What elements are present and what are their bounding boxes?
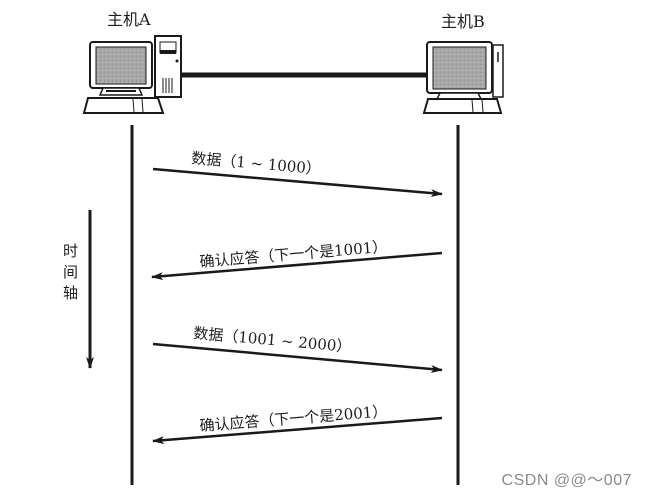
csdn-watermark: CSDN @@～007 (501, 472, 632, 489)
time-axis-label-3: 轴 (63, 284, 78, 302)
message-1-arrow (152, 167, 443, 198)
message-3-label: 数据（1001 ~ 2000） (193, 324, 352, 356)
time-axis-label-1: 时 (63, 242, 78, 260)
host-b: 主机B (422, 12, 504, 114)
time-axis: 时 间 轴 (63, 210, 94, 369)
computer-a-icon (82, 35, 182, 114)
message-2-arrow (151, 251, 443, 281)
message-2: 确认应答（下一个是1001） (151, 238, 443, 281)
host-b-label: 主机B (441, 12, 485, 31)
message-1: 数据（1 ~ 1000） (152, 149, 443, 198)
message-3-arrow (152, 342, 443, 373)
computer-b-icon (422, 41, 504, 114)
host-a-label: 主机A (107, 10, 151, 29)
message-3: 数据（1001 ~ 2000） (152, 324, 443, 373)
host-a: 主机A (82, 10, 182, 114)
message-4-arrow (152, 416, 443, 445)
time-axis-label-2: 间 (63, 263, 78, 281)
message-4: 确认应答（下一个是2001） (152, 402, 443, 445)
